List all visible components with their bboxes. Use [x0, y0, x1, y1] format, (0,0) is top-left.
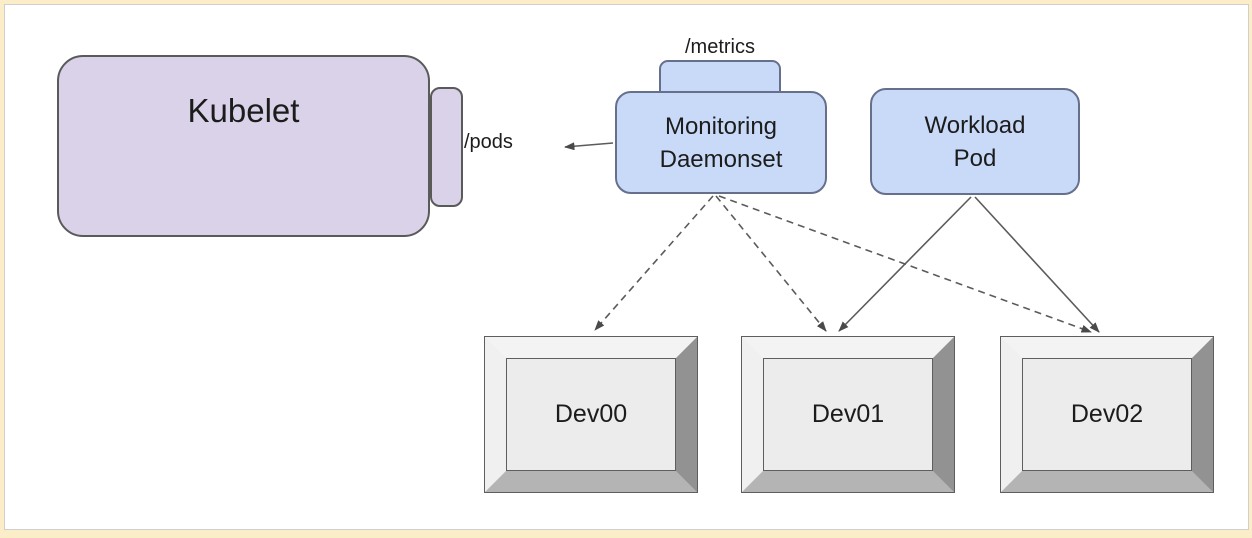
workload-pod-label-line2: Pod [953, 144, 997, 172]
kubelet-label: Kubelet [187, 92, 300, 129]
dev00-label: Dev00 [554, 400, 628, 428]
node-kubelet: Kubelet [57, 55, 430, 237]
pods-endpoint-label: /pods [464, 131, 513, 153]
node-dev00: Dev00 [484, 336, 698, 493]
monitoring-daemonset-label-line2: Daemonset [659, 145, 783, 173]
node-dev01: Dev01 [741, 336, 955, 493]
dev02-label: Dev02 [1070, 400, 1144, 428]
node-monitoring-daemonset: Monitoring Daemonset [615, 91, 827, 194]
workload-pod-label-line1: Workload [924, 111, 1026, 139]
node-dev02: Dev02 [1000, 336, 1214, 493]
kubelet-back-card [430, 87, 463, 207]
monitoring-daemonset-label-line1: Monitoring [664, 112, 778, 140]
metrics-endpoint-label: /metrics [685, 36, 755, 58]
node-workload-pod: Workload Pod [870, 88, 1080, 195]
dev01-label: Dev01 [811, 400, 885, 428]
